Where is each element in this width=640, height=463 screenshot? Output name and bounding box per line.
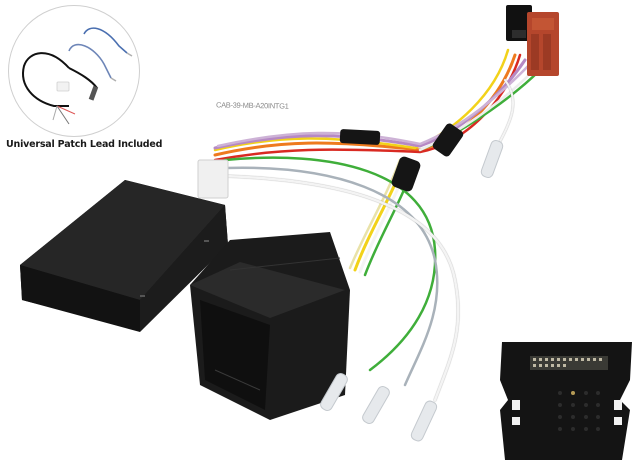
quadlock-face-inset xyxy=(500,342,632,460)
patch-lead-icon xyxy=(22,27,133,125)
iso-connector-black xyxy=(506,5,532,41)
interface-box xyxy=(20,159,229,332)
iso-connector-red xyxy=(527,12,559,76)
inset-caption: Universal Patch Lead Included xyxy=(6,139,163,150)
tape-sleeves xyxy=(339,123,464,192)
lead-wires xyxy=(223,79,514,402)
inset-circle xyxy=(8,5,140,137)
quadlock-connector xyxy=(190,232,350,420)
spade-terminals xyxy=(320,140,504,442)
part-number-label: CAB-39-MB-A20INTG1 xyxy=(215,100,289,111)
